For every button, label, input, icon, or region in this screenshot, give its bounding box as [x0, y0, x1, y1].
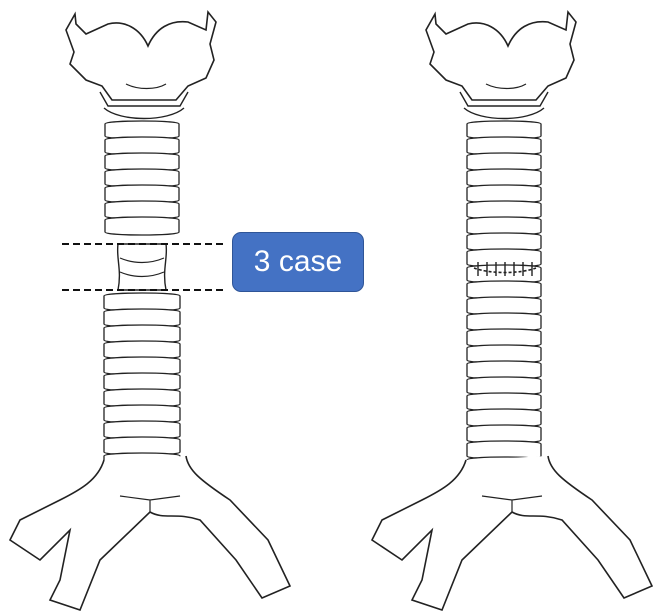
tracheal-ring	[467, 217, 541, 235]
tracheal-rings-left	[104, 121, 180, 471]
tracheal-ring	[467, 329, 541, 347]
bronchi-left	[10, 456, 290, 610]
stenotic-segment	[118, 244, 167, 290]
tracheal-ring	[467, 425, 541, 443]
tracheal-ring	[104, 341, 180, 359]
tracheal-ring	[467, 153, 541, 171]
tracheal-ring	[467, 137, 541, 155]
tracheal-ring	[104, 357, 180, 375]
tracheal-ring	[104, 421, 180, 439]
tracheal-ring	[467, 361, 541, 379]
tracheal-ring	[467, 409, 541, 427]
tracheal-ring	[467, 169, 541, 187]
tracheal-ring	[104, 309, 180, 327]
tracheal-ring	[105, 201, 179, 219]
tracheal-ring	[467, 393, 541, 411]
tracheal-ring	[104, 373, 180, 391]
tracheal-ring	[105, 217, 179, 235]
tracheal-ring	[104, 325, 180, 343]
case-count-callout: 3 case	[232, 232, 364, 292]
tracheal-ring	[467, 233, 541, 251]
tracheal-ring	[467, 345, 541, 363]
tracheal-ring	[105, 121, 179, 139]
tracheal-ring	[467, 297, 541, 315]
tracheal-ring	[467, 121, 541, 139]
tracheal-ring	[104, 293, 180, 311]
tracheal-ring	[105, 185, 179, 203]
tracheal-ring	[104, 405, 180, 423]
tracheal-ring	[467, 441, 541, 459]
tracheal-ring	[467, 377, 541, 395]
bronchi-right	[372, 456, 652, 610]
tracheal-rings-right	[467, 121, 541, 475]
tracheal-ring	[105, 169, 179, 187]
larynx-left	[66, 12, 216, 119]
trachea-after	[372, 12, 652, 610]
tracheal-ring	[105, 153, 179, 171]
larynx-right	[426, 12, 576, 119]
tracheal-ring	[104, 437, 180, 455]
tracheal-ring	[467, 281, 541, 299]
tracheal-ring	[104, 389, 180, 407]
tracheal-ring	[467, 201, 541, 219]
trachea-before	[10, 12, 290, 610]
tracheal-ring	[105, 137, 179, 155]
tracheal-ring	[467, 313, 541, 331]
tracheal-ring	[467, 185, 541, 203]
